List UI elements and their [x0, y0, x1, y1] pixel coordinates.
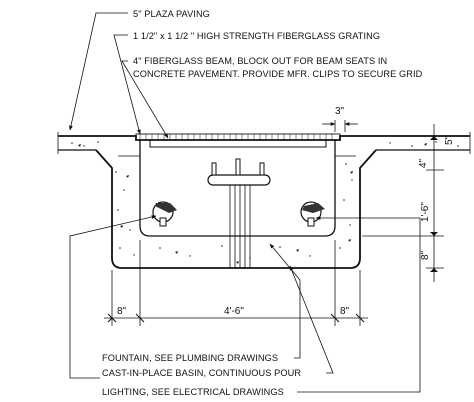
dim-right-1ft6in: 1'-6": [420, 202, 431, 222]
light-fixture-left: [152, 201, 177, 227]
dim-bottom-right-8in: 8": [340, 306, 350, 317]
note-leaders-top: [69, 12, 169, 139]
note-beam-line1: 4" FIBERGLASS BEAM, BLOCK OUT FOR BEAM S…: [133, 56, 387, 66]
note-fountain: FOUNTAIN, SEE PLUMBING DRAWINGS: [102, 353, 278, 363]
dim-bottom-left-8in: 8": [117, 306, 127, 317]
note-grating: 1 1/2" x 1 1/2 " HIGH STRENGTH FIBERGLAS…: [133, 31, 380, 41]
note-basin: CAST-IN-PLACE BASIN, CONTINUOUS POUR: [102, 368, 301, 378]
dim-right-8in: 8": [420, 250, 431, 260]
note-leaders-bottom: [69, 215, 421, 393]
dimension-bottom-chain: [104, 240, 368, 326]
note-plaza-paving: 5" PLAZA PAVING: [133, 9, 210, 19]
dim-right-5in: 5": [444, 135, 455, 145]
note-beam-line2: CONCRETE PAVEMENT. PROVIDE MFR. CLIPS TO…: [133, 69, 423, 79]
note-lighting: LIGHTING, SEE ELECTRICAL DRAWINGS: [102, 387, 284, 397]
dim-right-4in: 4": [418, 158, 429, 168]
dim-top-3in: 3": [335, 106, 345, 117]
light-fixture-right: [300, 201, 325, 227]
dim-bottom-center: 4'-6": [224, 306, 244, 317]
dimension-right-chain: [362, 124, 444, 282]
concrete-stipple: [71, 141, 459, 264]
fountain-assembly: [207, 158, 271, 268]
fiberglass-beam: [149, 139, 327, 148]
dimension-top-3in: [322, 120, 358, 132]
